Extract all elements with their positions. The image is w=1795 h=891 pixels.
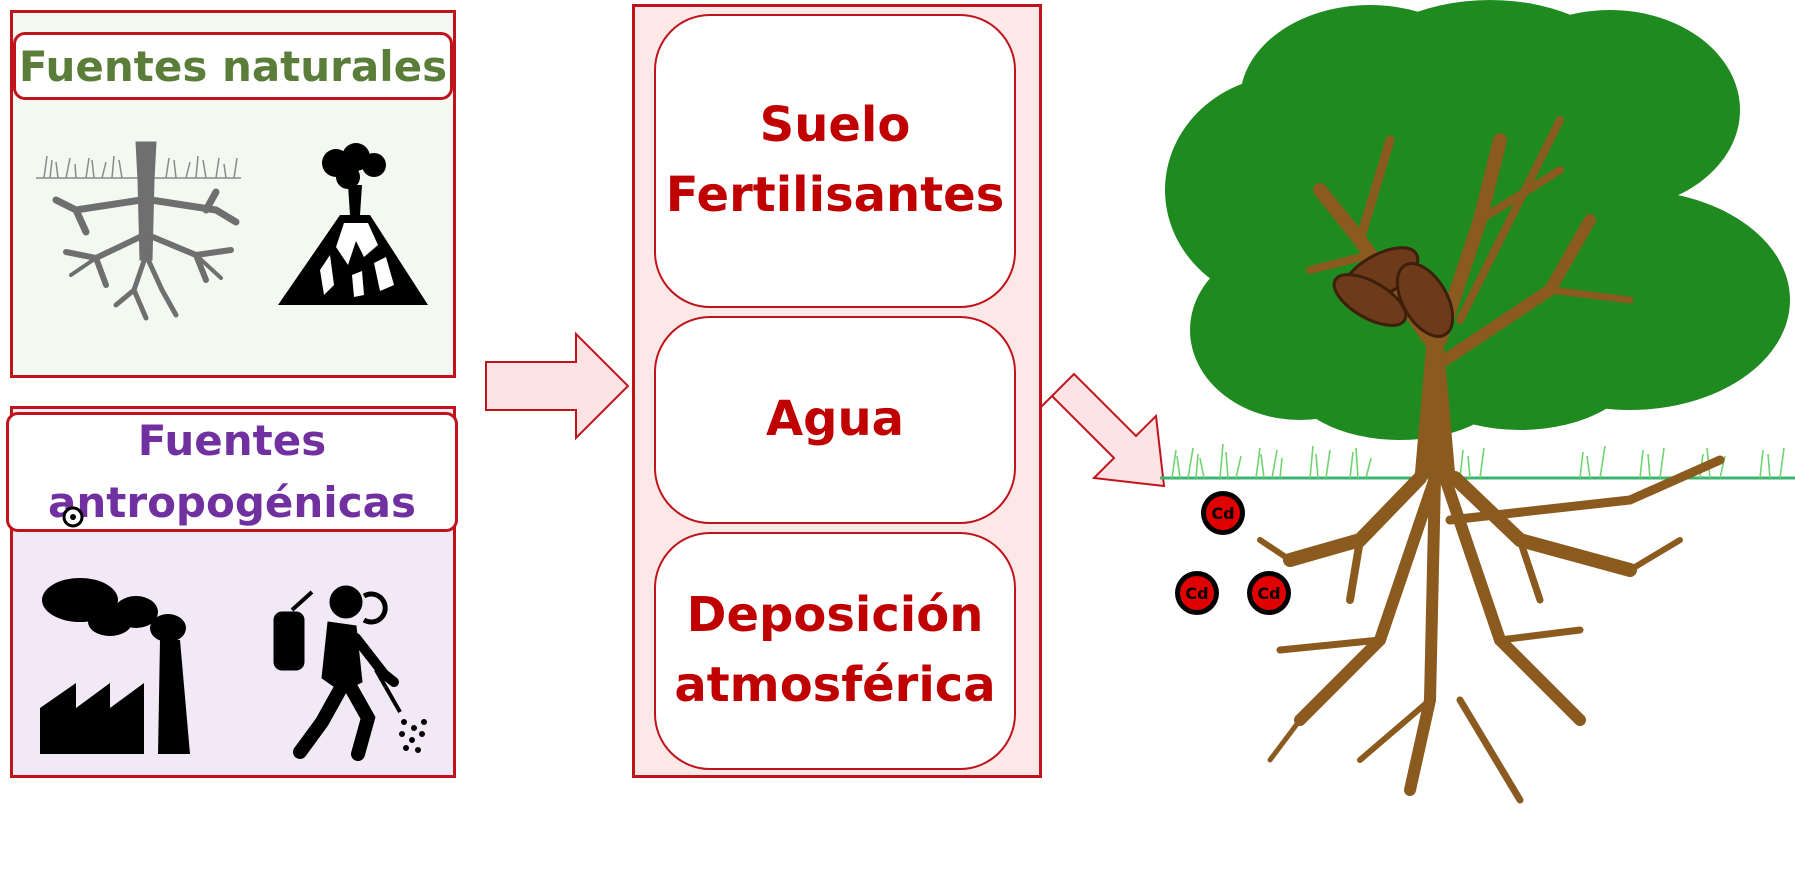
- arrow-pathways-to-tree: [1039, 372, 1166, 488]
- cacao-tree-illustration: [1160, 0, 1795, 804]
- pathway-water-line1: Agua: [765, 391, 905, 448]
- pathway-card-atmospheric-deposition: Deposición atmosférica: [654, 532, 1016, 770]
- cadmium-label-1: Cd: [1211, 504, 1234, 523]
- natural-sources-title-text: Fuentes naturales: [18, 41, 448, 91]
- anthropogenic-title-line2: antropogénicas: [48, 478, 416, 527]
- pesticide-sprayer-icon: [273, 585, 427, 761]
- anthropogenic-title-line1: Fuentes: [137, 416, 327, 465]
- factory-icon: [40, 578, 190, 754]
- small-marker-icon: [62, 506, 84, 528]
- volcano-icon: [278, 143, 428, 305]
- cadmium-label-2: Cd: [1185, 584, 1208, 603]
- pathway-deposition-line1: Deposición: [686, 587, 984, 644]
- cadmium-label-3: Cd: [1257, 584, 1280, 603]
- pathway-soil-line2: Fertilisantes: [665, 167, 1005, 223]
- roots-icon: [36, 141, 241, 321]
- cadmium-particle-1: Cd: [1201, 491, 1245, 535]
- pathway-card-water: Agua: [654, 316, 1016, 524]
- arrow-sources-to-pathways: [485, 331, 630, 441]
- pathway-card-soil: Suelo Fertilisantes: [654, 14, 1016, 308]
- natural-sources-title: Fuentes naturales: [13, 32, 453, 100]
- cadmium-particle-2: Cd: [1175, 571, 1219, 615]
- pathway-deposition-line2: atmosférica: [674, 657, 996, 713]
- cadmium-particle-3: Cd: [1247, 571, 1291, 615]
- pathway-soil-line1: Suelo: [759, 97, 911, 154]
